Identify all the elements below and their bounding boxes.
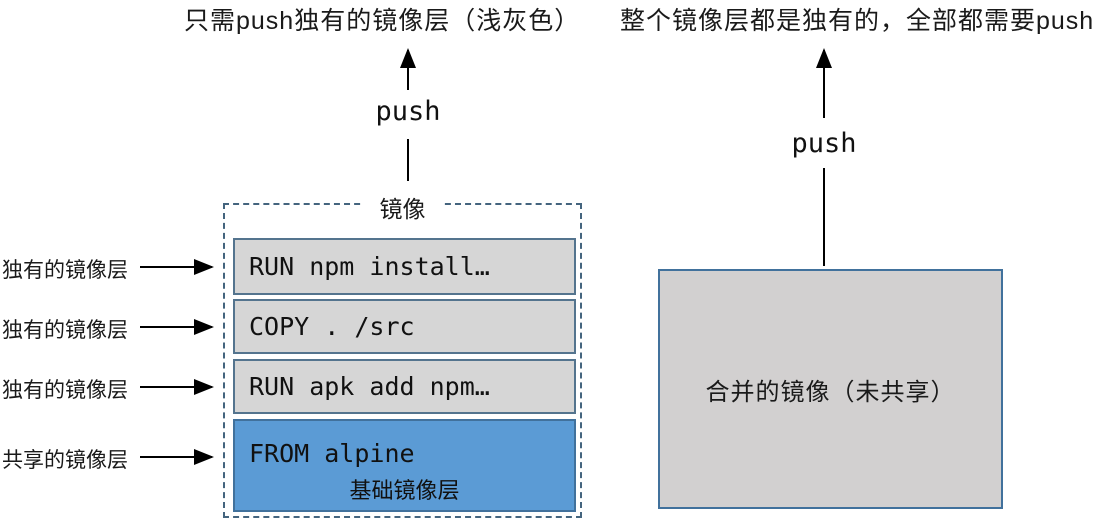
caption-push-all-layers: 整个镜像层都是独有的，全部都需要push [620, 7, 1095, 35]
layer-copy-src: COPY . /src [233, 299, 576, 354]
merged-image-label: 合并的镜像（未共享） [705, 378, 956, 406]
row-label-unique-1: 独有的镜像层 [2, 259, 128, 282]
caption-push-unique-layers: 只需push独有的镜像层（浅灰色） [184, 7, 581, 35]
row-label-unique-3: 独有的镜像层 [2, 379, 128, 402]
layer-command: RUN apk add npm… [249, 372, 490, 401]
layer-run-npm-install: RUN npm install… [233, 238, 576, 295]
layer-command: COPY . /src [249, 312, 415, 341]
row-label-shared: 共享的镜像层 [2, 449, 128, 472]
layer-from-alpine-base: FROM alpine 基础镜像层 [233, 419, 576, 512]
layer-command: RUN npm install… [249, 252, 490, 281]
row-label-unique-2: 独有的镜像层 [2, 319, 128, 342]
push-label-left: push [375, 96, 441, 127]
push-label-right: push [791, 128, 857, 159]
layer-run-apk-add: RUN apk add npm… [233, 359, 576, 414]
merged-image-box: 合并的镜像（未共享） [658, 269, 1003, 509]
base-layer-sublabel: 基础镜像层 [349, 478, 460, 503]
image-box-title: 镜像 [363, 190, 442, 224]
layer-command: FROM alpine [249, 439, 415, 468]
image-dashed-box: 镜像 [223, 190, 582, 518]
